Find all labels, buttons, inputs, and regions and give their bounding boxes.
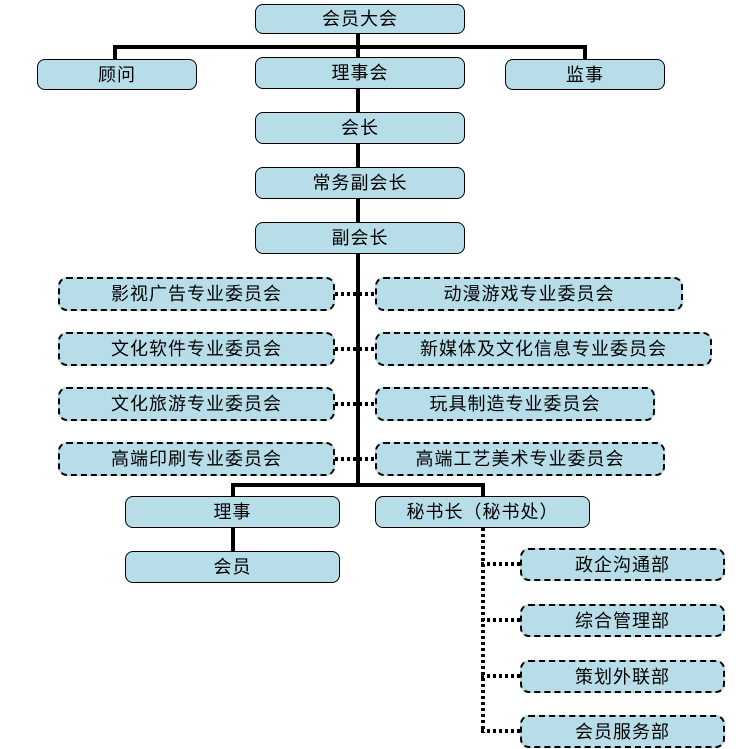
node-label: 影视广告专业委员会 bbox=[111, 284, 282, 304]
connector-dept-2 bbox=[481, 618, 522, 622]
node-secretary-general: 秘书长（秘书处） bbox=[375, 496, 590, 528]
node-dept-govt-enterprise-communication: 政企沟通部 bbox=[520, 548, 725, 581]
connector-director-member bbox=[231, 526, 235, 552]
node-committee-toy-manufacturing: 玩具制造专业委员会 bbox=[375, 387, 655, 421]
node-director: 理事 bbox=[125, 496, 340, 528]
node-label: 政企沟通部 bbox=[575, 554, 670, 575]
node-dept-general-management: 综合管理部 bbox=[520, 604, 725, 637]
connector-dept-3 bbox=[481, 674, 522, 678]
node-label: 理事 bbox=[213, 502, 252, 522]
connector-branch-horizontal bbox=[231, 483, 485, 487]
connector-secretary-drop bbox=[481, 483, 485, 497]
connector-dept-4 bbox=[481, 729, 522, 733]
node-label: 副会长 bbox=[331, 228, 389, 248]
node-label: 文化软件专业委员会 bbox=[111, 339, 282, 359]
node-committee-animation-games: 动漫游戏专业委员会 bbox=[375, 277, 683, 311]
node-member-assembly: 会员大会 bbox=[255, 4, 465, 34]
node-label: 会员 bbox=[213, 557, 252, 577]
node-dept-planning-external-relations: 策划外联部 bbox=[520, 660, 725, 693]
connector-director-drop bbox=[231, 483, 235, 497]
node-committee-film-tv-advertising: 影视广告专业委员会 bbox=[58, 277, 335, 311]
connector-main-trunk bbox=[356, 45, 360, 487]
node-executive-vice-president: 常务副会长 bbox=[255, 167, 465, 199]
connector-advisor-drop bbox=[113, 45, 117, 60]
node-label: 文化旅游专业委员会 bbox=[111, 394, 282, 414]
node-committee-highend-arts-crafts: 高端工艺美术专业委员会 bbox=[375, 442, 665, 476]
node-label: 理事会 bbox=[331, 63, 389, 83]
node-committee-culture-software: 文化软件专业委员会 bbox=[58, 332, 335, 366]
node-label: 监事 bbox=[566, 64, 604, 85]
connector-secretary-dashed-trunk bbox=[481, 528, 485, 733]
node-label: 顾问 bbox=[98, 64, 136, 85]
connector-top-horizontal bbox=[113, 45, 587, 49]
node-label: 玩具制造专业委员会 bbox=[429, 394, 601, 414]
node-label: 动漫游戏专业委员会 bbox=[443, 284, 615, 304]
node-label: 高端印刷专业委员会 bbox=[111, 449, 282, 469]
node-supervisor: 监事 bbox=[505, 59, 665, 90]
node-council: 理事会 bbox=[255, 57, 465, 89]
connector-committee-row-4 bbox=[335, 457, 375, 461]
node-label: 策划外联部 bbox=[575, 666, 670, 687]
node-member: 会员 bbox=[125, 551, 340, 583]
node-advisor: 顾问 bbox=[37, 59, 197, 90]
node-label: 综合管理部 bbox=[575, 610, 670, 631]
node-label: 高端工艺美术专业委员会 bbox=[415, 449, 625, 469]
node-committee-culture-tourism: 文化旅游专业委员会 bbox=[58, 387, 335, 421]
connector-assembly-drop bbox=[356, 32, 360, 49]
connector-committee-row-1 bbox=[335, 292, 375, 296]
node-label: 会长 bbox=[341, 118, 379, 138]
node-dept-member-services: 会员服务部 bbox=[520, 715, 725, 748]
connector-supervisor-drop bbox=[583, 45, 587, 60]
node-label: 新媒体及文化信息专业委员会 bbox=[420, 339, 667, 359]
node-label: 会员服务部 bbox=[575, 721, 670, 742]
node-label: 秘书长（秘书处） bbox=[406, 502, 559, 522]
connector-dept-1 bbox=[481, 562, 522, 566]
connector-committee-row-2 bbox=[335, 347, 375, 351]
node-label: 常务副会长 bbox=[312, 173, 408, 193]
node-vice-president: 副会长 bbox=[255, 222, 465, 254]
connector-committee-row-3 bbox=[335, 402, 375, 406]
node-label: 会员大会 bbox=[322, 9, 398, 29]
node-committee-new-media-culture-info: 新媒体及文化信息专业委员会 bbox=[375, 332, 712, 366]
node-president: 会长 bbox=[255, 112, 465, 144]
node-committee-highend-printing: 高端印刷专业委员会 bbox=[58, 442, 335, 476]
